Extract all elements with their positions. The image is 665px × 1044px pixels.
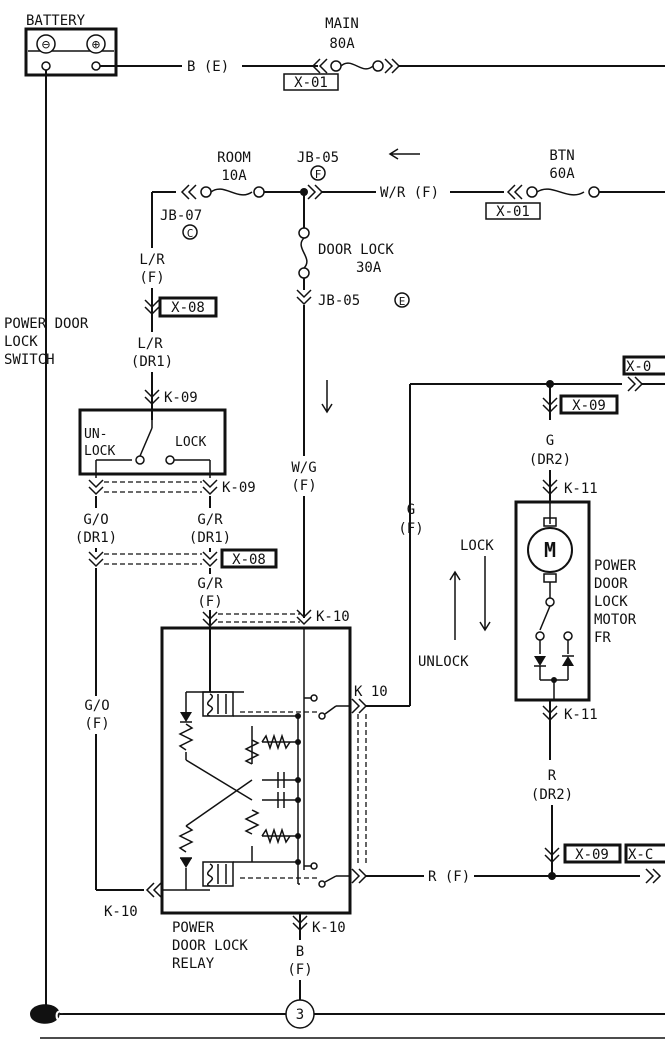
current-down-arrow-icon — [321, 380, 333, 414]
motor-unlock-label: UNLOCK — [418, 654, 469, 670]
fuse-btn-name: BTN — [549, 148, 574, 164]
battery: ⊖ ⊕ — [24, 27, 118, 77]
connector-x01-main: X-01 — [294, 75, 328, 91]
connector-x08-top: X-08 — [171, 300, 205, 316]
connector-x01-btn: X-01 — [496, 204, 530, 220]
connector-k10-left: K-10 — [104, 904, 138, 920]
connector-k11-top: K-11 — [564, 481, 598, 497]
wire-label-g-o: G/O — [83, 512, 108, 528]
wire-label-b: B — [296, 944, 304, 960]
motor-label-line3: LOCK — [594, 594, 628, 610]
wire-label-g-r-2: G/R — [197, 576, 223, 592]
battery-positive-icon: ⊕ — [92, 37, 101, 53]
ground-icon: G — [55, 1009, 63, 1025]
switch-label-line3: SWITCH — [4, 352, 55, 368]
wire-label-g-2: G — [546, 433, 554, 449]
wire-label-l-r: L/R — [139, 252, 165, 268]
connector-x09-motor: X-09 — [572, 398, 606, 414]
wire-label-l-r-2: L/R — [137, 336, 163, 352]
ground-reference: 3 — [296, 1007, 304, 1023]
fuse-main-name: MAIN — [325, 16, 359, 32]
jb05-top-label: JB-05 — [297, 150, 339, 166]
wire-label-r: R — [548, 768, 557, 784]
arrow-up-icon — [449, 570, 461, 640]
wire-label-g-r-dr1: (DR1) — [189, 530, 231, 546]
arrow-down-icon — [479, 556, 491, 632]
wire-label-r-dr2: (DR2) — [531, 787, 573, 803]
fuse-btn-rating: 60A — [549, 166, 575, 182]
battery-label: BATTERY — [26, 13, 86, 29]
fuse-main-rating: 80A — [329, 36, 355, 52]
relay-label-line1: POWER — [172, 920, 215, 936]
wire-label-b-e: B (E) — [187, 59, 229, 75]
door-lock-switch — [78, 408, 227, 476]
connector-k09-top: K-09 — [164, 390, 198, 406]
relay-label-line2: DOOR LOCK — [172, 938, 248, 954]
jb05-bottom-label: JB-05 — [318, 293, 360, 309]
wire-label-g-o-2-f: (F) — [84, 716, 109, 732]
connector-x09-bottom: X-09 — [575, 847, 609, 863]
connector-x08-mid: X-08 — [232, 552, 266, 568]
switch-unlock-lock: LOCK — [84, 444, 115, 459]
motor-label-line5: FR — [594, 630, 611, 646]
connector-k10-bottom: K-10 — [312, 920, 346, 936]
wire-label-dr1: (DR1) — [131, 354, 173, 370]
wire-label-g-f: (F) — [398, 521, 423, 537]
wire-label-g-o-dr1: (DR1) — [75, 530, 117, 546]
switch-label-line1: POWER DOOR — [4, 316, 89, 332]
relay-circuit — [162, 628, 350, 891]
wire-label-dr2: (DR2) — [529, 452, 571, 468]
motor-symbol: M — [544, 538, 556, 562]
switch-unlock-un: UN- — [84, 427, 107, 442]
wire-label-g-r-2-f: (F) — [197, 594, 222, 610]
motor-label-line4: MOTOR — [594, 612, 637, 628]
wire-label-g: G — [407, 502, 415, 518]
current-direction-arrow-icon — [388, 148, 420, 160]
switch-lock-label: LOCK — [175, 435, 206, 450]
wire-label-w-g: W/G — [291, 460, 316, 476]
wire-label-g-r: G/R — [197, 512, 223, 528]
wire-label-b-f: (F) — [287, 962, 312, 978]
motor-label-line2: DOOR — [594, 576, 628, 592]
motor-lock-label: LOCK — [460, 538, 494, 554]
connector-x0-right-bottom: X-C — [628, 847, 653, 863]
battery-negative-icon: ⊖ — [42, 37, 51, 53]
fuse-room-name: ROOM — [217, 150, 251, 166]
motor-label-line1: POWER — [594, 558, 637, 574]
fuse-room-rating: 10A — [221, 168, 247, 184]
connector-x0-right-top: X-0 — [626, 359, 651, 375]
wire-label-w-r-f: W/R (F) — [380, 185, 439, 201]
wire-label-w-g-f: (F) — [291, 478, 316, 494]
wire-label-r-f: R (F) — [428, 869, 470, 885]
switch-label-line2: LOCK — [4, 334, 38, 350]
wire-label-l-r-f: (F) — [139, 270, 164, 286]
power-door-lock-relay — [160, 626, 352, 915]
connector-k09-bottom: K-09 — [222, 480, 256, 496]
jb05-top-letter: F — [315, 168, 322, 181]
fuse-door-lock-rating: 30A — [356, 260, 382, 276]
jb05-bottom-letter: E — [399, 295, 406, 308]
jb07-letter: C — [187, 227, 194, 240]
wire-label-g-o-2: G/O — [84, 698, 109, 714]
connector-k10-right: K 10 — [354, 684, 388, 700]
jb07-label: JB-07 — [160, 208, 202, 224]
power-door-lock-motor — [514, 500, 591, 702]
relay-label-line3: RELAY — [172, 956, 215, 972]
connector-k11-bottom: K-11 — [564, 707, 598, 723]
connector-k10-top: K-10 — [316, 609, 350, 625]
fuse-door-lock-name: DOOR LOCK — [318, 242, 394, 258]
